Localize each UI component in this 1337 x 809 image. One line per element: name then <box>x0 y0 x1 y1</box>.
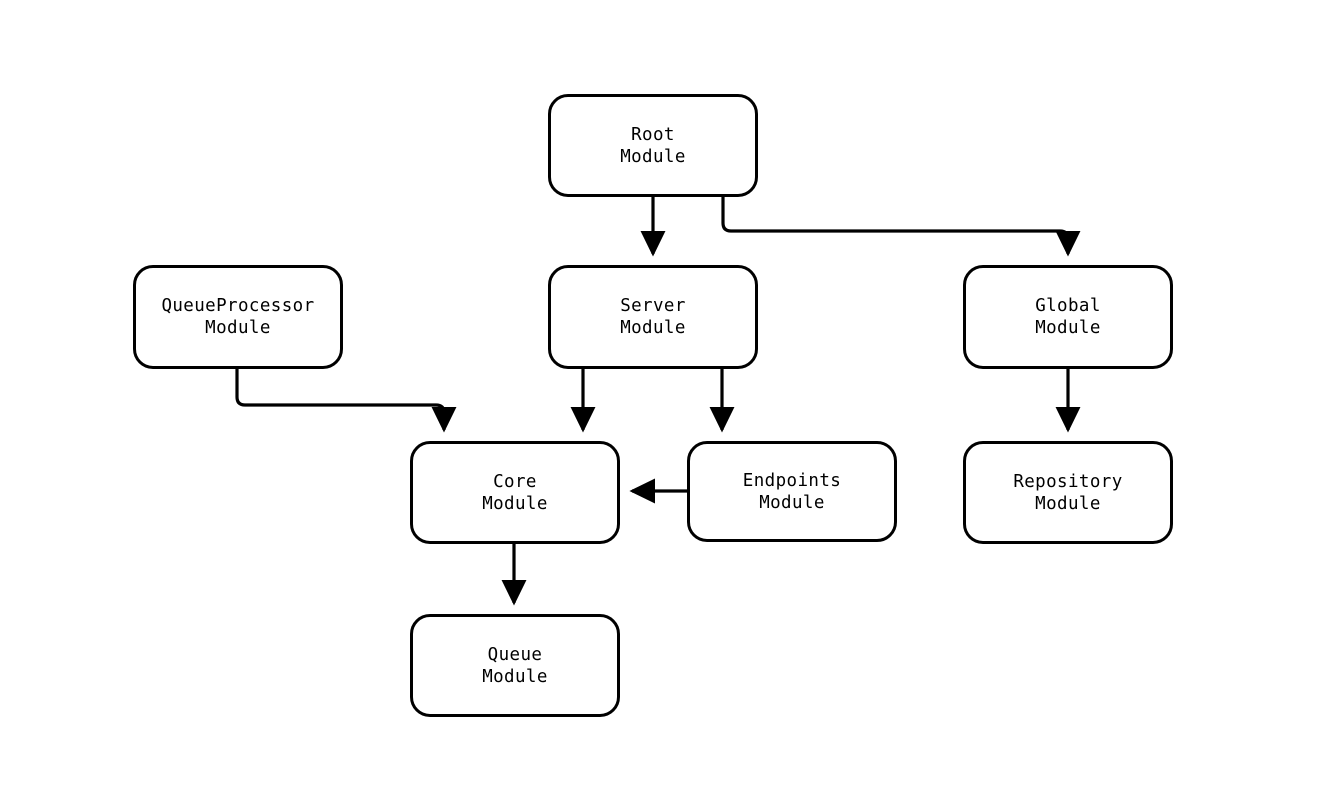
node-queue-module-label: Queue Module <box>482 644 548 687</box>
node-global-module[interactable]: Global Module <box>963 265 1173 369</box>
node-root-module-label: Root Module <box>620 124 686 167</box>
node-endpoints-module-label: Endpoints Module <box>742 470 842 513</box>
node-server-module-label: Server Module <box>620 296 686 338</box>
node-core-module-label: Core Module <box>482 471 548 514</box>
node-queueprocessor-module[interactable]: QueueProcessor Module <box>133 265 343 369</box>
node-core-module[interactable]: Core Module <box>410 441 620 544</box>
node-root-module[interactable]: Root Module <box>548 94 758 197</box>
node-global-module-label: Global Module <box>1035 296 1101 338</box>
edge-root-to-global <box>721 197 1081 257</box>
edge-queueprocessor-to-core <box>235 369 457 433</box>
node-repository-module[interactable]: Repository Module <box>963 441 1173 544</box>
node-queue-module[interactable]: Queue Module <box>410 614 620 717</box>
node-repository-module-label: Repository Module <box>1013 471 1123 514</box>
node-server-module[interactable]: Server Module <box>548 265 758 369</box>
node-endpoints-module[interactable]: Endpoints Module <box>687 441 897 542</box>
node-queueprocessor-module-label: QueueProcessor Module <box>161 296 315 338</box>
